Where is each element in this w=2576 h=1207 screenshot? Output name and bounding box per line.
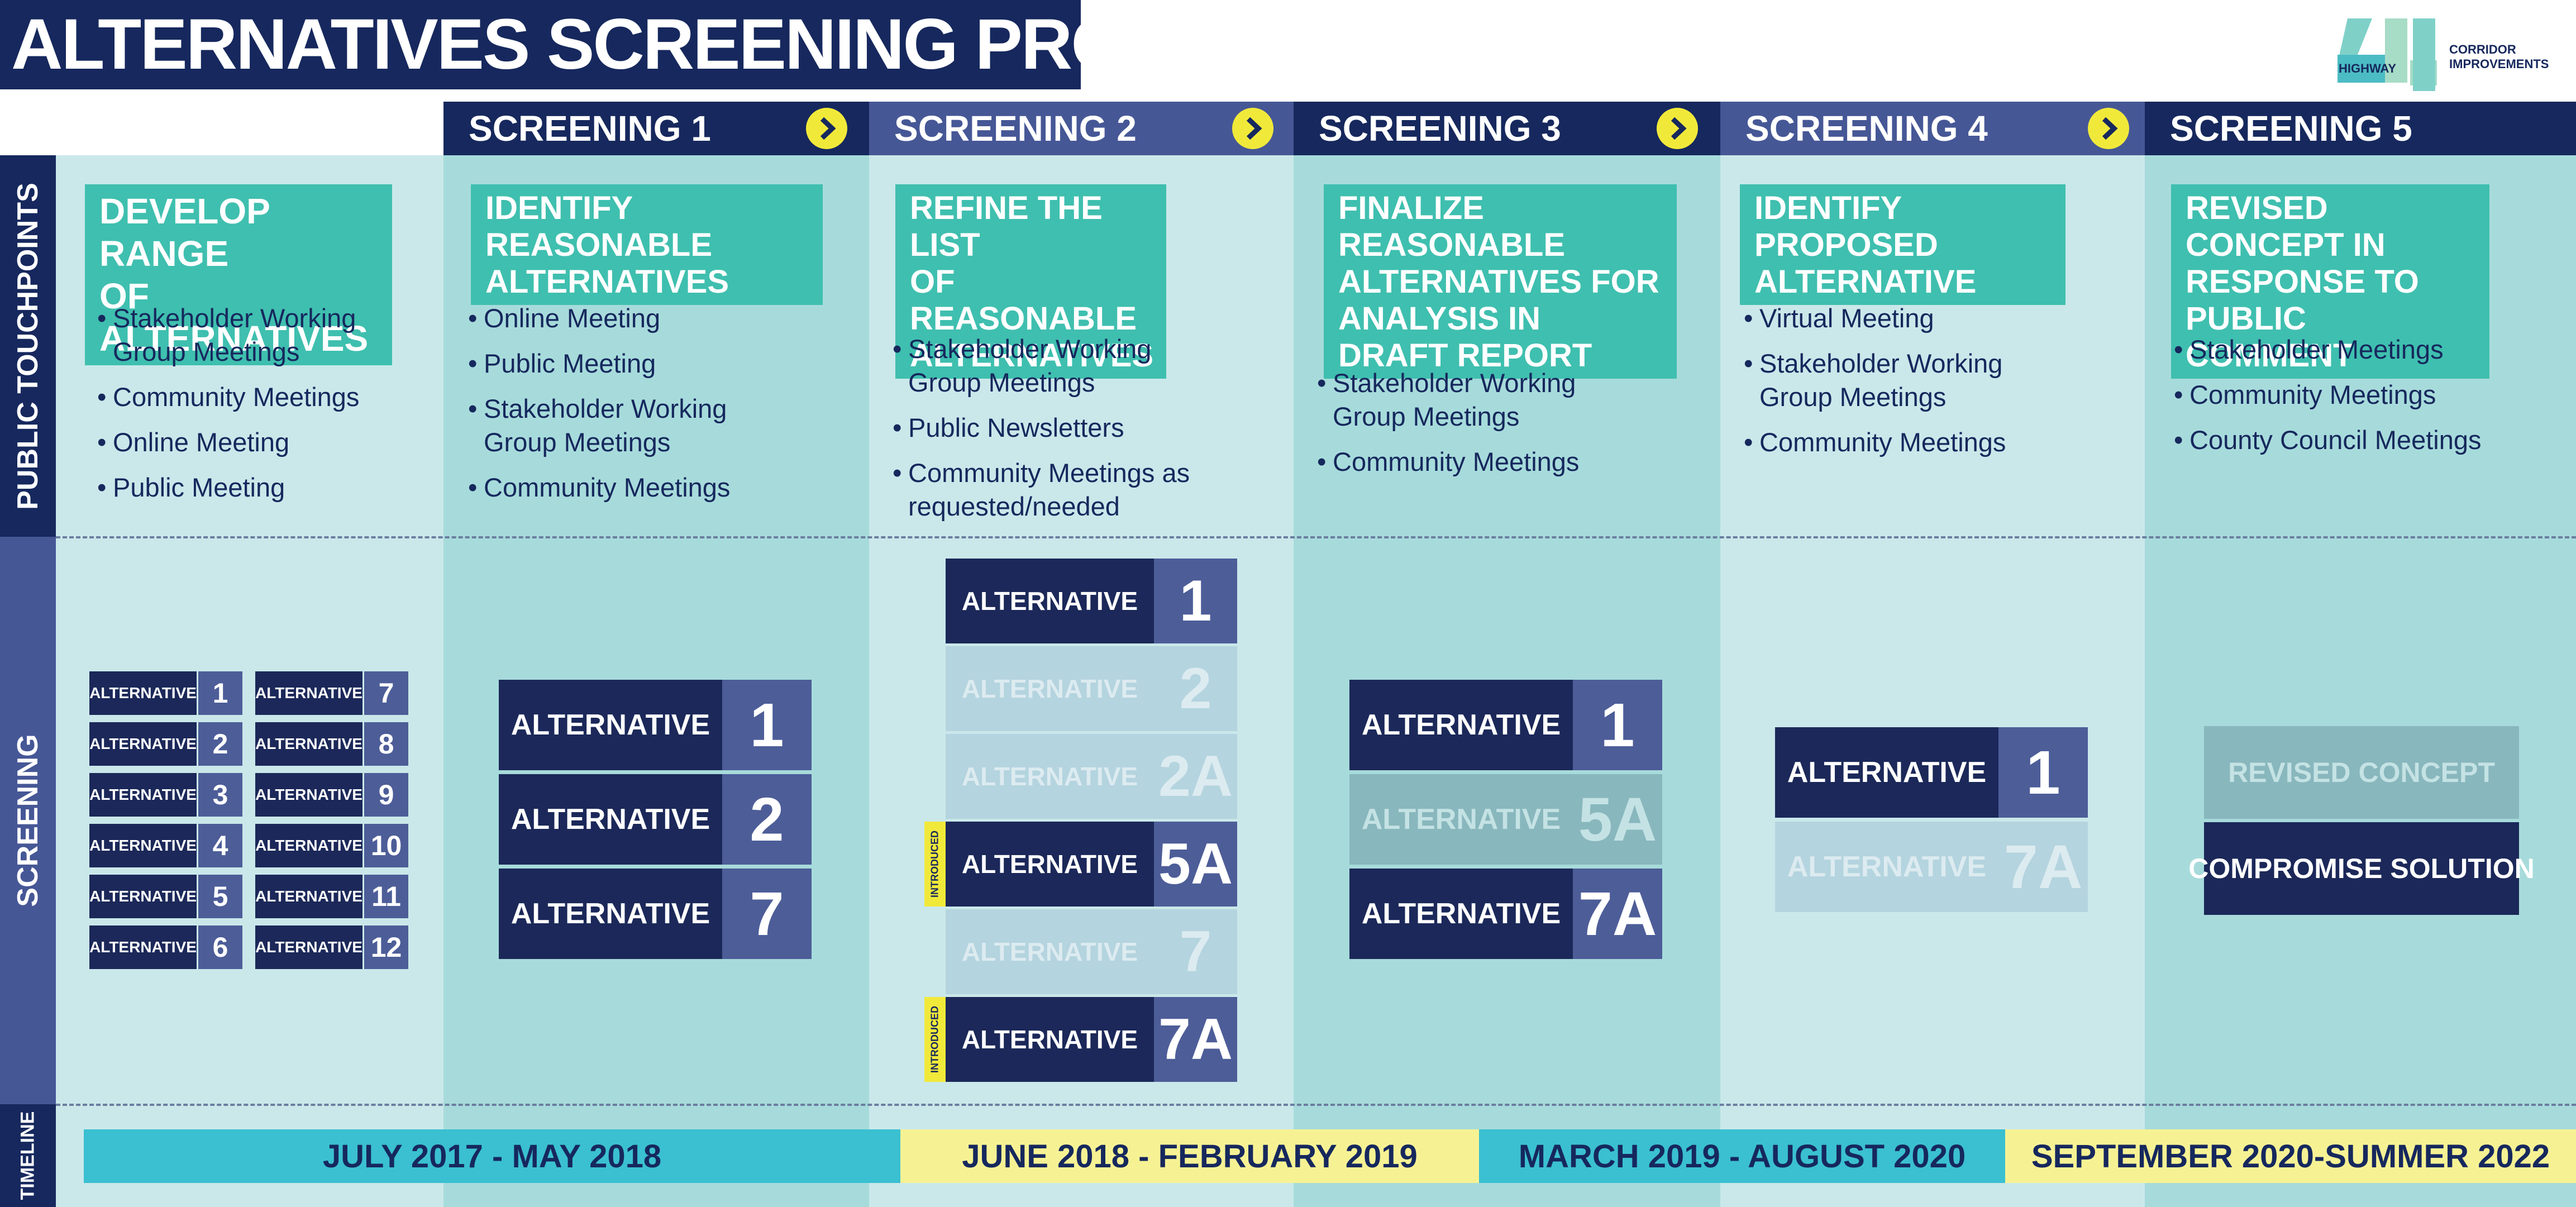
list-item: Stakeholder Working Group Meetings xyxy=(891,332,1282,399)
list-item: Community Meetings xyxy=(96,380,431,414)
row-divider xyxy=(56,1104,2576,1106)
chevron-right-icon xyxy=(1232,108,1273,149)
list-item: Public Meeting xyxy=(96,471,431,504)
logo-highway-text: HIGHWAY xyxy=(2339,61,2397,75)
list-item: Stakeholder Working Group Meetings xyxy=(96,302,431,369)
bullet-list-screening3: Stakeholder Working Group Meetings Commu… xyxy=(1316,366,1707,490)
header-screening-1: SCREENING 1 xyxy=(443,102,869,155)
list-item: County Council Meetings xyxy=(2173,423,2564,457)
column-title-screening1: IDENTIFY REASONABLE ALTERNATIVES xyxy=(471,184,823,305)
timeline-period-3: MARCH 2019 - AUGUST 2020 xyxy=(1479,1129,2005,1183)
list-item: Community Meetings as requested/needed xyxy=(891,456,1282,523)
bullet-list-develop: Stakeholder Working Group Meetings Commu… xyxy=(96,302,431,516)
logo-improvements-text: IMPROVEMENTS xyxy=(2449,57,2549,71)
list-item: Stakeholder Working Group Meetings xyxy=(1316,366,1707,433)
chevron-right-icon xyxy=(2088,108,2129,149)
bullet-list-screening1: Online Meeting Public Meeting Stakeholde… xyxy=(467,302,847,516)
list-item: Community Meetings xyxy=(2173,378,2564,412)
header-screening-2: SCREENING 2 xyxy=(869,102,1294,155)
bullet-list-screening4: Virtual Meeting Stakeholder Working Grou… xyxy=(1743,302,2134,471)
timeline-period-1: JULY 2017 - MAY 2018 xyxy=(84,1129,900,1183)
highway-41-logo: HIGHWAY CORRIDOR IMPROVEMENTS xyxy=(2338,10,2572,94)
list-item: Public Meeting xyxy=(467,347,847,380)
list-item: Stakeholder Working Group Meetings xyxy=(467,392,847,459)
page-title: ALTERNATIVES SCREENING PROCESS xyxy=(0,0,1081,89)
bullet-list-screening5: Stakeholder Meetings Community Meetings … xyxy=(2173,333,2564,469)
introduced-tag: INTRODUCED xyxy=(924,822,946,907)
list-item: Community Meetings xyxy=(1743,426,2134,459)
list-item: Community Meetings xyxy=(467,471,847,504)
compromise-solution-tile: COMPROMISE SOLUTION xyxy=(2188,822,2535,915)
row-label-timeline: TIMELINE xyxy=(0,1104,56,1207)
list-item: Online Meeting xyxy=(96,426,431,459)
header-screening-3: SCREENING 3 xyxy=(1294,102,1720,155)
introduced-tag: INTRODUCED xyxy=(924,997,946,1082)
column-title-screening3: FINALIZE REASONABLE ALTERNATIVES FOR ANA… xyxy=(1324,184,1677,379)
chevron-right-icon xyxy=(1657,108,1698,149)
row-divider xyxy=(56,536,2576,538)
list-item: Stakeholder Working Group Meetings xyxy=(1743,347,2134,414)
column-title-screening4: IDENTIFY PROPOSED ALTERNATIVE xyxy=(1740,184,2065,305)
header-screening-4: SCREENING 4 xyxy=(1720,102,2145,155)
revised-concept-tile: REVISED CONCEPT xyxy=(2204,726,2519,819)
timeline-period-2: JUNE 2018 - FEBRUARY 2019 xyxy=(900,1129,1479,1183)
list-item: Virtual Meeting xyxy=(1743,302,2134,335)
logo-corridor-text: CORRIDOR xyxy=(2449,42,2516,56)
list-item: Online Meeting xyxy=(467,302,847,335)
timeline-period-4: SEPTEMBER 2020-SUMMER 2022 xyxy=(2005,1129,2576,1183)
row-label-touchpoints: PUBLIC TOUCHPOINTS xyxy=(0,155,56,537)
list-item: Public Newsletters xyxy=(891,411,1282,445)
chevron-right-icon xyxy=(806,108,847,149)
header-screening-5: SCREENING 5 xyxy=(2145,102,2576,155)
list-item: Community Meetings xyxy=(1316,445,1707,479)
bullet-list-screening2: Stakeholder Working Group Meetings Publi… xyxy=(891,332,1282,535)
row-label-screening: SCREENING xyxy=(0,537,56,1104)
list-item: Stakeholder Meetings xyxy=(2173,333,2564,366)
